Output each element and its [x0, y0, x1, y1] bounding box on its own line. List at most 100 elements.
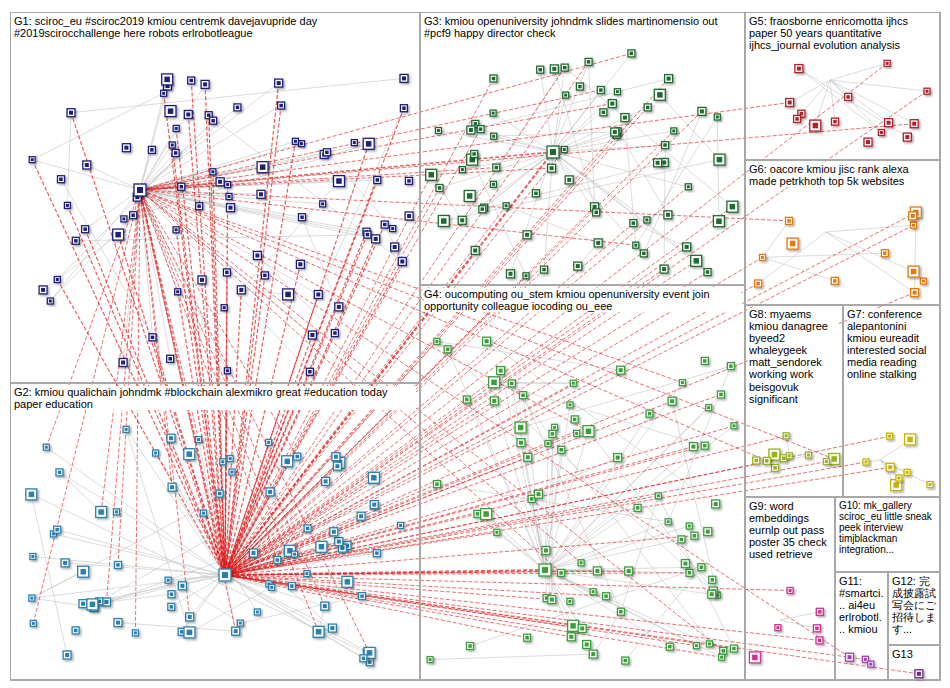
vertex-fill	[807, 454, 810, 457]
vertex-icon	[720, 647, 727, 654]
vertex-frame	[373, 550, 380, 557]
cross-group-edge	[140, 103, 790, 191]
vertex-fill	[56, 278, 59, 281]
vertex-frame	[72, 627, 79, 634]
vertex-fill	[479, 127, 483, 130]
vertex-frame	[712, 500, 720, 508]
vertex-frame	[308, 331, 316, 339]
cross-group-edge	[225, 575, 552, 600]
vertex-frame	[434, 481, 441, 488]
vertex-icon	[655, 493, 661, 499]
graph-edge	[140, 79, 167, 190]
vertex-icon	[435, 128, 441, 134]
vertex-icon	[786, 217, 793, 224]
vertex-fill	[662, 161, 666, 165]
vertex-fill	[539, 68, 543, 72]
vertex-frame	[920, 278, 926, 284]
vertex-icon	[503, 203, 509, 209]
vertex-icon	[162, 74, 173, 85]
graph-edge	[553, 152, 688, 187]
vertex-frame	[568, 620, 579, 631]
vertex-frame	[570, 380, 576, 386]
vertex-fill	[276, 558, 280, 562]
vertex-frame	[351, 140, 357, 146]
vertex-icon	[903, 133, 911, 141]
vertex-frame	[471, 151, 478, 158]
vertex-frame	[103, 598, 111, 606]
vertex-frame	[904, 469, 910, 475]
vertex-icon	[123, 426, 129, 432]
vertex-frame	[168, 603, 175, 610]
vertex-icon	[515, 422, 526, 433]
cross-group-edge	[225, 79, 494, 576]
cross-group-edge	[225, 462, 826, 576]
vertex-icon	[787, 588, 793, 594]
vertex-frame	[896, 475, 902, 481]
vertex-frame	[254, 609, 260, 615]
vertex-icon	[845, 93, 852, 100]
vertex-icon	[43, 444, 49, 450]
vertex-icon	[30, 554, 36, 560]
vertex-frame	[490, 397, 498, 405]
vertex-icon	[693, 643, 699, 649]
graph-edge	[553, 152, 596, 212]
cross-group-edge	[225, 575, 734, 649]
vertex-frame	[79, 600, 87, 608]
vertex-icon	[654, 89, 665, 100]
vertex-fill	[492, 112, 495, 115]
vertex-icon	[434, 481, 441, 488]
vertex-icon	[924, 88, 930, 94]
vertex-icon	[565, 176, 573, 184]
vertex-fill	[268, 490, 272, 494]
graph-edge	[385, 225, 403, 262]
vertex-fill	[790, 241, 796, 247]
graph-edge	[758, 232, 826, 284]
vertex-frame	[234, 104, 241, 111]
vertex-frame	[335, 538, 343, 546]
vertex-fill	[277, 81, 281, 85]
vertex-fill	[683, 562, 687, 566]
vertex-frame	[221, 305, 227, 311]
vertex-frame	[787, 588, 793, 594]
vertex-icon	[278, 102, 285, 109]
vertex-frame	[709, 576, 716, 583]
vertex-frame	[775, 625, 781, 631]
vertex-icon	[578, 560, 584, 566]
vertex-frame	[227, 204, 235, 212]
vertex-frame	[360, 655, 367, 662]
vertex-icon	[161, 90, 167, 96]
vertex-icon	[459, 167, 465, 173]
vertex-icon	[549, 430, 556, 437]
vertex-icon	[813, 625, 820, 632]
vertex-fill	[372, 503, 376, 507]
vertex-fill	[776, 626, 779, 629]
vertex-fill	[662, 267, 666, 271]
vertex-icon	[558, 446, 565, 453]
vertex-fill	[435, 482, 439, 486]
vertex-frame	[321, 602, 329, 610]
graph-edge	[32, 598, 94, 607]
vertex-frame	[908, 266, 919, 277]
vertex-frame	[168, 591, 175, 598]
vertex-frame	[911, 222, 917, 228]
vertex-fill	[645, 218, 648, 221]
vertex-frame	[332, 453, 340, 461]
vertex-icon	[121, 216, 127, 222]
vertex-fill	[187, 451, 193, 457]
vertex-frame	[30, 554, 36, 560]
vertex-fill	[211, 170, 214, 173]
vertex-frame	[719, 654, 725, 660]
vertex-fill	[576, 264, 580, 268]
vertex-frame	[58, 176, 65, 183]
vertex-frame	[292, 551, 298, 557]
vertex-fill	[521, 394, 525, 398]
vertex-icon	[113, 509, 119, 515]
graph-edge	[545, 567, 701, 570]
vertex-fill	[499, 369, 503, 373]
vertex-fill	[602, 111, 606, 115]
vertex-icon	[72, 627, 79, 634]
vertex-icon	[698, 107, 706, 115]
vertex-fill	[333, 331, 337, 335]
graph-edge	[545, 447, 693, 570]
vertex-fill	[550, 598, 554, 602]
